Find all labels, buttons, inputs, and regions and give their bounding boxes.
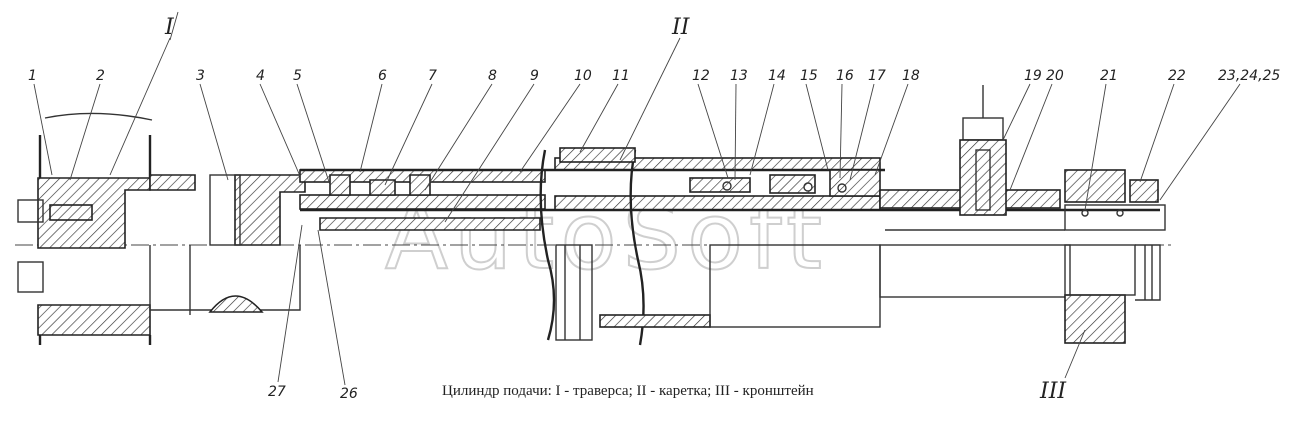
end-cap (1064, 169, 1166, 344)
part-label-26: 26 (340, 386, 358, 402)
part-label-2: 2 (96, 68, 105, 84)
part-label-7: 7 (428, 68, 437, 84)
section-marks: I II III (109, 11, 1086, 404)
carriage-section (555, 147, 881, 341)
section-mark-iii: III (1039, 379, 1067, 404)
part-labels: 1 2 3 4 5 6 7 8 9 10 11 12 13 14 15 16 1… (28, 68, 1280, 402)
part-label-6: 6 (378, 68, 387, 84)
part-label-11: 11 (612, 68, 630, 84)
part-label-16: 16 (836, 68, 854, 84)
hydraulic-fitting (959, 85, 1007, 216)
part-label-3: 3 (196, 68, 205, 84)
part-label-20: 20 (1046, 68, 1064, 84)
part-label-1: 1 (28, 68, 37, 84)
cylinder-tube (299, 157, 1160, 231)
part-label-18: 18 (902, 68, 920, 84)
part-label-17: 17 (868, 68, 886, 84)
part-label-14: 14 (768, 68, 786, 84)
section-mark-ii: II (671, 15, 691, 40)
part-label-21: 21 (1100, 68, 1118, 84)
part-label-8: 8 (488, 68, 497, 84)
break-line-left (539, 149, 556, 341)
part-label-5: 5 (293, 68, 302, 84)
section-mark-i: I (164, 15, 175, 40)
part-label-23-24-25: 23,24,25 (1218, 68, 1280, 84)
part-label-9: 9 (530, 68, 539, 84)
part-label-4: 4 (256, 68, 265, 84)
part-label-15: 15 (800, 68, 818, 84)
part-label-13: 13 (730, 68, 748, 84)
part-label-19: 19 (1024, 68, 1042, 84)
rear-flange (149, 174, 306, 315)
part-label-27: 27 (268, 384, 286, 400)
drawing-caption: Цилиндр подачи: I - траверса; II - карет… (442, 383, 814, 399)
traverse-block (17, 112, 153, 345)
part-label-10: 10 (574, 68, 592, 84)
part-label-22: 22 (1168, 68, 1186, 84)
part-label-12: 12 (692, 68, 710, 84)
